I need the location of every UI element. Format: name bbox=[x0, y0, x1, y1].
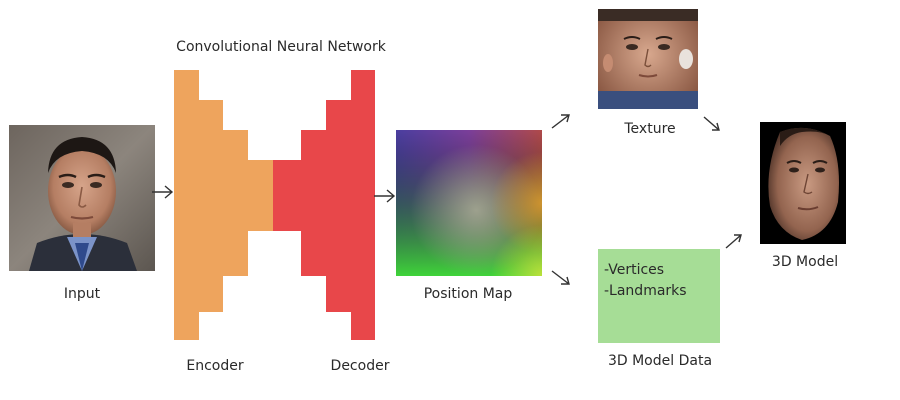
model-data-box: -Vertices -Landmarks bbox=[598, 249, 720, 343]
encoder-layer bbox=[248, 160, 273, 231]
encoder-layer bbox=[174, 70, 199, 340]
model-data-item-vertices: -Vertices bbox=[604, 262, 665, 278]
3d-model-label: 3D Model bbox=[771, 254, 839, 270]
decoder-label: Decoder bbox=[330, 358, 390, 374]
decoder-layer bbox=[301, 130, 326, 276]
arrow-down-right-icon bbox=[551, 270, 570, 285]
encoder-label: Encoder bbox=[186, 358, 244, 374]
texture-label: Texture bbox=[624, 121, 676, 137]
decoder-layer bbox=[351, 70, 375, 340]
model-data-label: 3D Model Data bbox=[607, 353, 713, 369]
input-label: Input bbox=[63, 286, 101, 302]
input-face-image bbox=[9, 125, 155, 271]
encoder-layer bbox=[199, 100, 223, 312]
texture-image bbox=[598, 9, 698, 109]
arrow-right-icon bbox=[374, 189, 396, 203]
encoder-layer bbox=[223, 130, 248, 276]
arrow-up-right-icon bbox=[551, 114, 570, 129]
model-data-item-landmarks: -Landmarks bbox=[604, 283, 687, 299]
arrow-right-icon bbox=[152, 185, 174, 199]
decoder-layer bbox=[326, 100, 351, 312]
arrow-up-right-icon bbox=[725, 234, 742, 249]
position-map-label: Position Map bbox=[423, 286, 513, 302]
decoder-layer bbox=[273, 160, 301, 231]
cnn-header: Convolutional Neural Network bbox=[176, 39, 386, 55]
3d-model-image bbox=[760, 122, 846, 244]
position-map-image bbox=[396, 130, 542, 276]
arrow-down-right-icon bbox=[703, 116, 720, 131]
